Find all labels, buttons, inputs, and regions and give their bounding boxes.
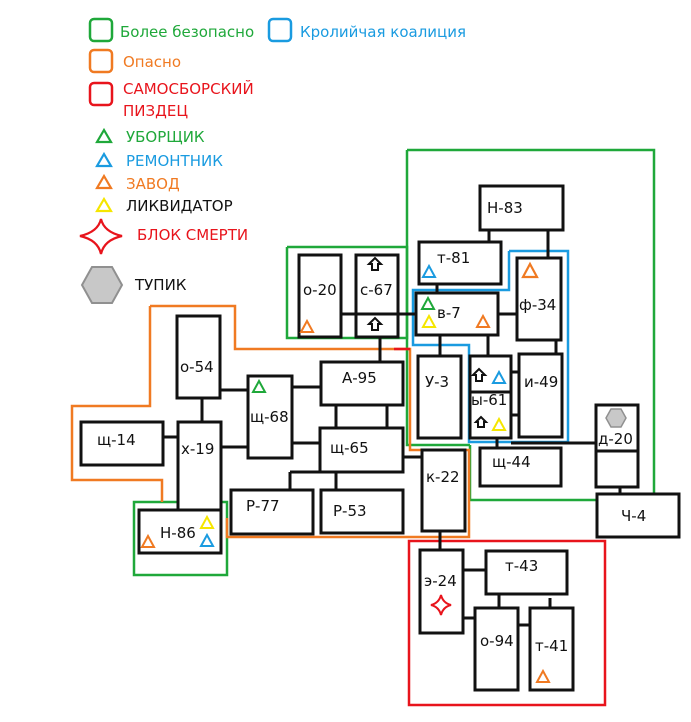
room-sch68[interactable]: щ-68 — [246, 374, 294, 460]
dead-end-hexagon-icon — [80, 266, 124, 304]
zone-samosbor — [407, 539, 607, 707]
factory-triangle-icon — [95, 173, 113, 190]
legend-samosbor-swatch — [88, 81, 114, 107]
legend-repairer-label: РЕМОНТНИК — [126, 152, 223, 170]
arrow-up-icon — [470, 367, 488, 382]
repairer-marker-icon — [421, 263, 437, 278]
room-o20[interactable]: о-20 — [297, 253, 343, 339]
zone-rabbit — [411, 249, 570, 444]
svg-text:щ-14: щ-14 — [97, 431, 136, 449]
room-sch14[interactable]: щ-14 — [79, 420, 165, 467]
svg-text:Р-77: Р-77 — [246, 497, 280, 515]
svg-text:х-19: х-19 — [181, 440, 214, 458]
room-sch65[interactable]: щ-65 — [318, 426, 405, 474]
svg-text:в-7: в-7 — [437, 304, 461, 322]
svg-text:о-20: о-20 — [303, 281, 337, 299]
room-ch4[interactable]: Ч-4 — [595, 492, 681, 539]
legend-death-block-label: БЛОК СМЕРТИ — [137, 226, 248, 244]
svg-text:с-67: с-67 — [360, 281, 393, 299]
room-f34[interactable]: ф-34 — [515, 256, 563, 342]
svg-text:к-22: к-22 — [426, 468, 460, 486]
legend-rabbit-label: Кролийчая коалиция — [300, 23, 466, 41]
svg-text:Р-53: Р-53 — [333, 502, 367, 520]
liquidator-marker-icon — [199, 514, 215, 529]
svg-text:э-24: э-24 — [424, 572, 457, 590]
room-t81[interactable]: т-81 — [417, 240, 503, 286]
svg-text:о-94: о-94 — [480, 632, 514, 650]
room-n86[interactable]: Н-86 — [137, 508, 223, 555]
room-d20[interactable]: д-20 — [594, 403, 640, 489]
svg-text:ф-34: ф-34 — [519, 296, 556, 314]
room-u3[interactable]: У-3 — [416, 354, 463, 440]
rooms: Н-83 т-81 о-20 с-67 в-7 ф-34 о-54 А-95 щ… — [79, 184, 681, 692]
room-r77[interactable]: Р-77 — [229, 488, 315, 536]
zone-safer-o20 — [285, 245, 409, 340]
room-s67[interactable]: с-67 — [354, 253, 400, 339]
svg-text:ы-61: ы-61 — [471, 391, 507, 409]
room-o94[interactable]: о-94 — [473, 606, 520, 692]
svg-text:Н-86: Н-86 — [160, 524, 196, 542]
legend-danger-label: Опасно — [123, 53, 181, 71]
svg-text:о-54: о-54 — [180, 358, 214, 376]
room-i49[interactable]: и-49 — [517, 352, 564, 439]
dead-end-marker-icon — [605, 408, 627, 428]
cleaner-marker-icon — [251, 378, 267, 393]
death-block-star-icon — [79, 218, 123, 255]
repairer-triangle-icon — [95, 151, 113, 168]
legend: Более безопасно Кролийчая коалиция Опасн… — [79, 17, 466, 304]
room-y61[interactable]: ы-61 — [468, 354, 513, 440]
legend-samosbor-label-line1: САМОСБОРСКИЙ — [123, 79, 254, 98]
room-a95[interactable]: А-95 — [319, 360, 405, 407]
legend-factory-label: ЗАВОД — [126, 175, 180, 193]
svg-text:Н-83: Н-83 — [487, 199, 523, 217]
cleaner-marker-icon — [420, 295, 436, 310]
room-r53[interactable]: Р-53 — [319, 488, 405, 535]
svg-text:и-49: и-49 — [524, 373, 558, 391]
svg-text:щ-68: щ-68 — [250, 408, 289, 426]
zone-danger-left — [70, 306, 164, 502]
svg-text:щ-65: щ-65 — [330, 439, 369, 457]
death-block-marker-icon — [430, 594, 452, 616]
room-o54[interactable]: о-54 — [175, 314, 222, 400]
room-e24[interactable]: э-24 — [418, 548, 465, 635]
liquidator-triangle-icon — [95, 196, 113, 213]
cleaner-triangle-icon — [95, 127, 113, 144]
svg-text:У-3: У-3 — [425, 373, 449, 391]
room-x19[interactable]: х-19 — [176, 420, 223, 512]
factory-marker-icon — [521, 261, 539, 279]
legend-safer-swatch — [88, 17, 114, 43]
factory-marker-icon — [140, 533, 156, 548]
svg-text:т-41: т-41 — [535, 637, 568, 655]
room-n83[interactable]: Н-83 — [478, 184, 565, 232]
repairer-marker-icon — [199, 532, 215, 547]
liquidator-marker-icon — [421, 313, 437, 328]
room-sch44[interactable]: щ-44 — [478, 446, 563, 488]
arrow-up-icon — [366, 316, 384, 331]
legend-cleaner-label: УБОРЩИК — [126, 128, 205, 146]
legend-liquidator-label: ЛИКВИДАТОР — [126, 197, 233, 215]
liquidator-marker-icon — [491, 416, 507, 431]
svg-text:т-81: т-81 — [437, 249, 470, 267]
arrow-up-icon — [366, 256, 384, 271]
room-t41[interactable]: т-41 — [528, 606, 575, 692]
factory-marker-icon — [535, 668, 551, 683]
room-t43[interactable]: т-43 — [484, 549, 569, 596]
svg-text:Ч-4: Ч-4 — [621, 507, 646, 525]
legend-danger-swatch — [88, 48, 114, 74]
legend-dead-end-label: ТУПИК — [134, 276, 187, 294]
repairer-marker-icon — [491, 369, 507, 384]
legend-rabbit-swatch — [267, 17, 293, 43]
room-k22[interactable]: к-22 — [420, 448, 467, 533]
svg-text:А-95: А-95 — [342, 369, 377, 387]
factory-marker-icon — [475, 313, 491, 328]
arrow-up-icon — [473, 415, 489, 428]
svg-text:д-20: д-20 — [598, 430, 633, 448]
legend-samosbor-label-line2: ПИЗДЕЦ — [123, 102, 188, 120]
svg-text:щ-44: щ-44 — [492, 453, 531, 471]
factory-marker-icon — [299, 318, 315, 333]
svg-text:т-43: т-43 — [505, 557, 538, 575]
legend-safer-label: Более безопасно — [120, 23, 254, 41]
room-v7[interactable]: в-7 — [414, 291, 500, 337]
